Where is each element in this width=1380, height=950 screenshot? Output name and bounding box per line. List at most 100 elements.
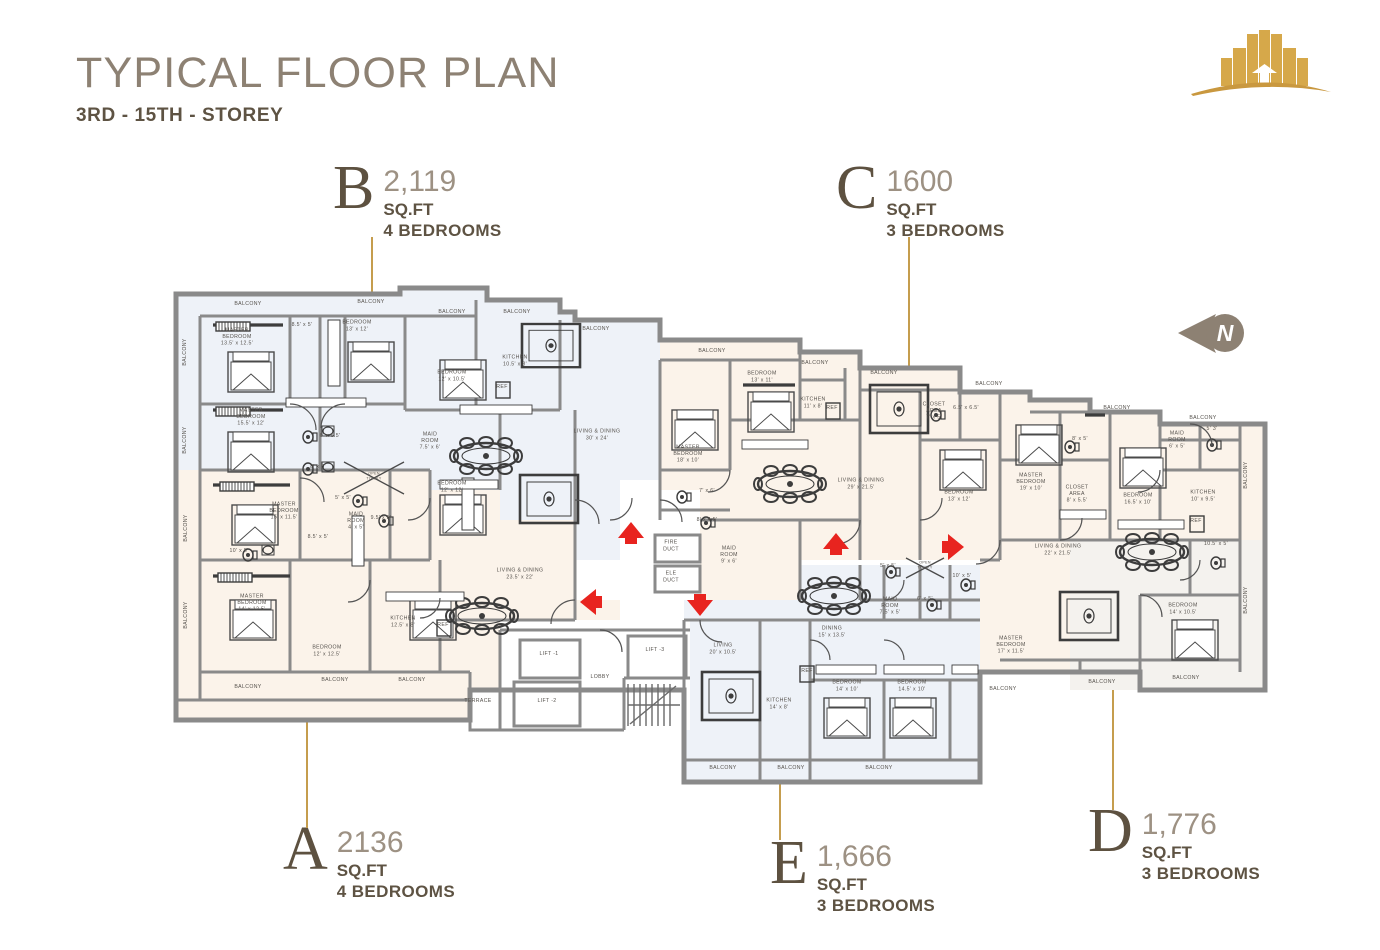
room-label-text: 19' x 10' — [1020, 486, 1042, 492]
room-label-text: 10' x 9.5' — [1191, 496, 1215, 502]
room-label-text: 23.5' x 22' — [506, 574, 533, 580]
north-compass: N — [1172, 308, 1262, 366]
room-label: LIFT -2 — [537, 698, 556, 704]
room-label-text: BALCONY — [1189, 415, 1216, 421]
arrow-left-core — [580, 589, 602, 615]
room-label-text: REF — [496, 384, 507, 390]
room-label-text: BALCONY — [182, 426, 188, 453]
room-label-text: LIVING & DINING — [497, 568, 544, 574]
room-label: BALCONY — [698, 348, 725, 354]
room-label: 10.5' x 5' — [1204, 541, 1228, 547]
room-label: BALCONY — [182, 426, 188, 453]
unit-callout-A[interactable]: A 2136 SQ.FT 4 BEDROOMS — [283, 815, 455, 903]
room-label-text: LIVING & DINING — [1035, 544, 1082, 550]
room-label-text: BALCONY — [438, 309, 465, 315]
room-label: 6.5' x 6.5' — [953, 405, 978, 411]
unit-sqft-A: 2136 — [336, 826, 404, 859]
room-label: BALCONY — [1189, 415, 1216, 421]
room-label-text: 14' x 10.5' — [1169, 609, 1196, 615]
arrow-up-left-core — [618, 522, 644, 544]
unit-letter-A: A — [283, 815, 328, 883]
room-label-text: BALCONY — [503, 309, 530, 315]
room-label: 8' x 5' — [1072, 436, 1088, 442]
room-label-text: REF — [826, 405, 837, 411]
room-label-text: 22' x 21.5' — [1044, 550, 1071, 556]
room-label-text: LIVING & DINING — [838, 478, 885, 484]
room-label-text: 9.5' x 5' — [371, 515, 392, 521]
room-label-text: ROOM — [347, 518, 365, 524]
room-label-text: 12' x 12' — [441, 487, 463, 493]
unit-callout-C[interactable]: C 1600 SQ.FT 3 BEDROOMS — [836, 157, 1005, 242]
arrow-up-right-core — [823, 533, 849, 555]
unit-bedrooms-D: 3 BEDROOMS — [1141, 864, 1261, 884]
room-label-text: 10' x 5' — [230, 548, 249, 554]
room-label: 6' x 5' — [917, 596, 932, 602]
room-label-text: CLOSET — [923, 401, 946, 407]
room-label-text: 9' x 6' — [721, 559, 737, 565]
compass-north-label: N — [1217, 320, 1234, 346]
leader-line-C — [908, 237, 910, 405]
room-label: BALCONY — [183, 601, 189, 628]
room-label-text: MASTER — [1019, 472, 1043, 478]
room-label-text: BALCONY — [234, 301, 261, 307]
room-label-text: 8.5' x 5' — [308, 534, 329, 540]
room-label-group: BALCONY BALCONY BALCONY BALCONY BALCONY BALCO… — [182, 299, 1249, 771]
room-label: BALCONY — [989, 686, 1016, 692]
room-label-text: BEDROOM — [437, 370, 466, 376]
leader-line-D — [1112, 592, 1114, 810]
unit-letter-E: E — [770, 829, 808, 897]
room-label-text: BALCONY — [709, 765, 736, 771]
room-label: BALCONY — [234, 301, 261, 307]
room-label: BALCONY — [438, 309, 465, 315]
room-label-text: KITCHEN — [766, 698, 791, 704]
room-label-text: REF — [437, 622, 448, 628]
room-label-text: BEDROOM — [222, 334, 251, 340]
room-label-text: ROOM — [421, 438, 439, 444]
room-label-text: 30' x 24' — [586, 435, 608, 441]
unit-callout-B[interactable]: B 2,119 SQ.FT 4 BEDROOMS — [333, 157, 502, 242]
arrow-down-core — [687, 594, 713, 616]
unit-sqft-unit-B: SQ.FT — [383, 200, 434, 219]
room-label: 5' x 5' — [335, 495, 350, 501]
title-block: TYPICAL FLOOR PLAN 3RD - 15TH - STOREY — [76, 52, 560, 127]
room-label-text: BEDROOM — [747, 371, 776, 377]
room-label-text: KITCHEN — [1190, 490, 1215, 496]
room-label-text: BEDROOM — [897, 680, 926, 686]
unit-callout-E[interactable]: E 1,666 SQ.FT 3 BEDROOMS — [770, 829, 935, 917]
room-label: BALCONY — [1172, 675, 1199, 681]
room-label-text: TERRACE — [464, 698, 491, 704]
room-label: BALCONY — [975, 381, 1002, 387]
room-label-text: BALCONY — [321, 677, 348, 683]
unit-sqft-B: 2,119 — [383, 165, 457, 198]
room-label-text: 8' x 5' — [1072, 436, 1088, 442]
room-label: 9.5' x 5' — [371, 515, 392, 521]
room-label-text: 13.5' x 12.5' — [221, 341, 253, 347]
unit-callout-D[interactable]: D 1,776 SQ.FT 3 BEDROOMS — [1088, 800, 1261, 885]
room-label-text: 13' x 11' — [751, 377, 773, 383]
room-label-text: MASTER — [240, 593, 264, 599]
room-label: BALCONY — [357, 299, 384, 305]
room-label: REF — [437, 622, 448, 628]
room-label-text: BALCONY — [801, 360, 828, 366]
room-label-text: BALCONY — [1088, 679, 1115, 685]
room-label-text: LIFT -1 — [539, 651, 558, 657]
room-label-text: TO SKY — [917, 566, 932, 570]
room-label-text: 6' x 5' — [1169, 444, 1185, 450]
